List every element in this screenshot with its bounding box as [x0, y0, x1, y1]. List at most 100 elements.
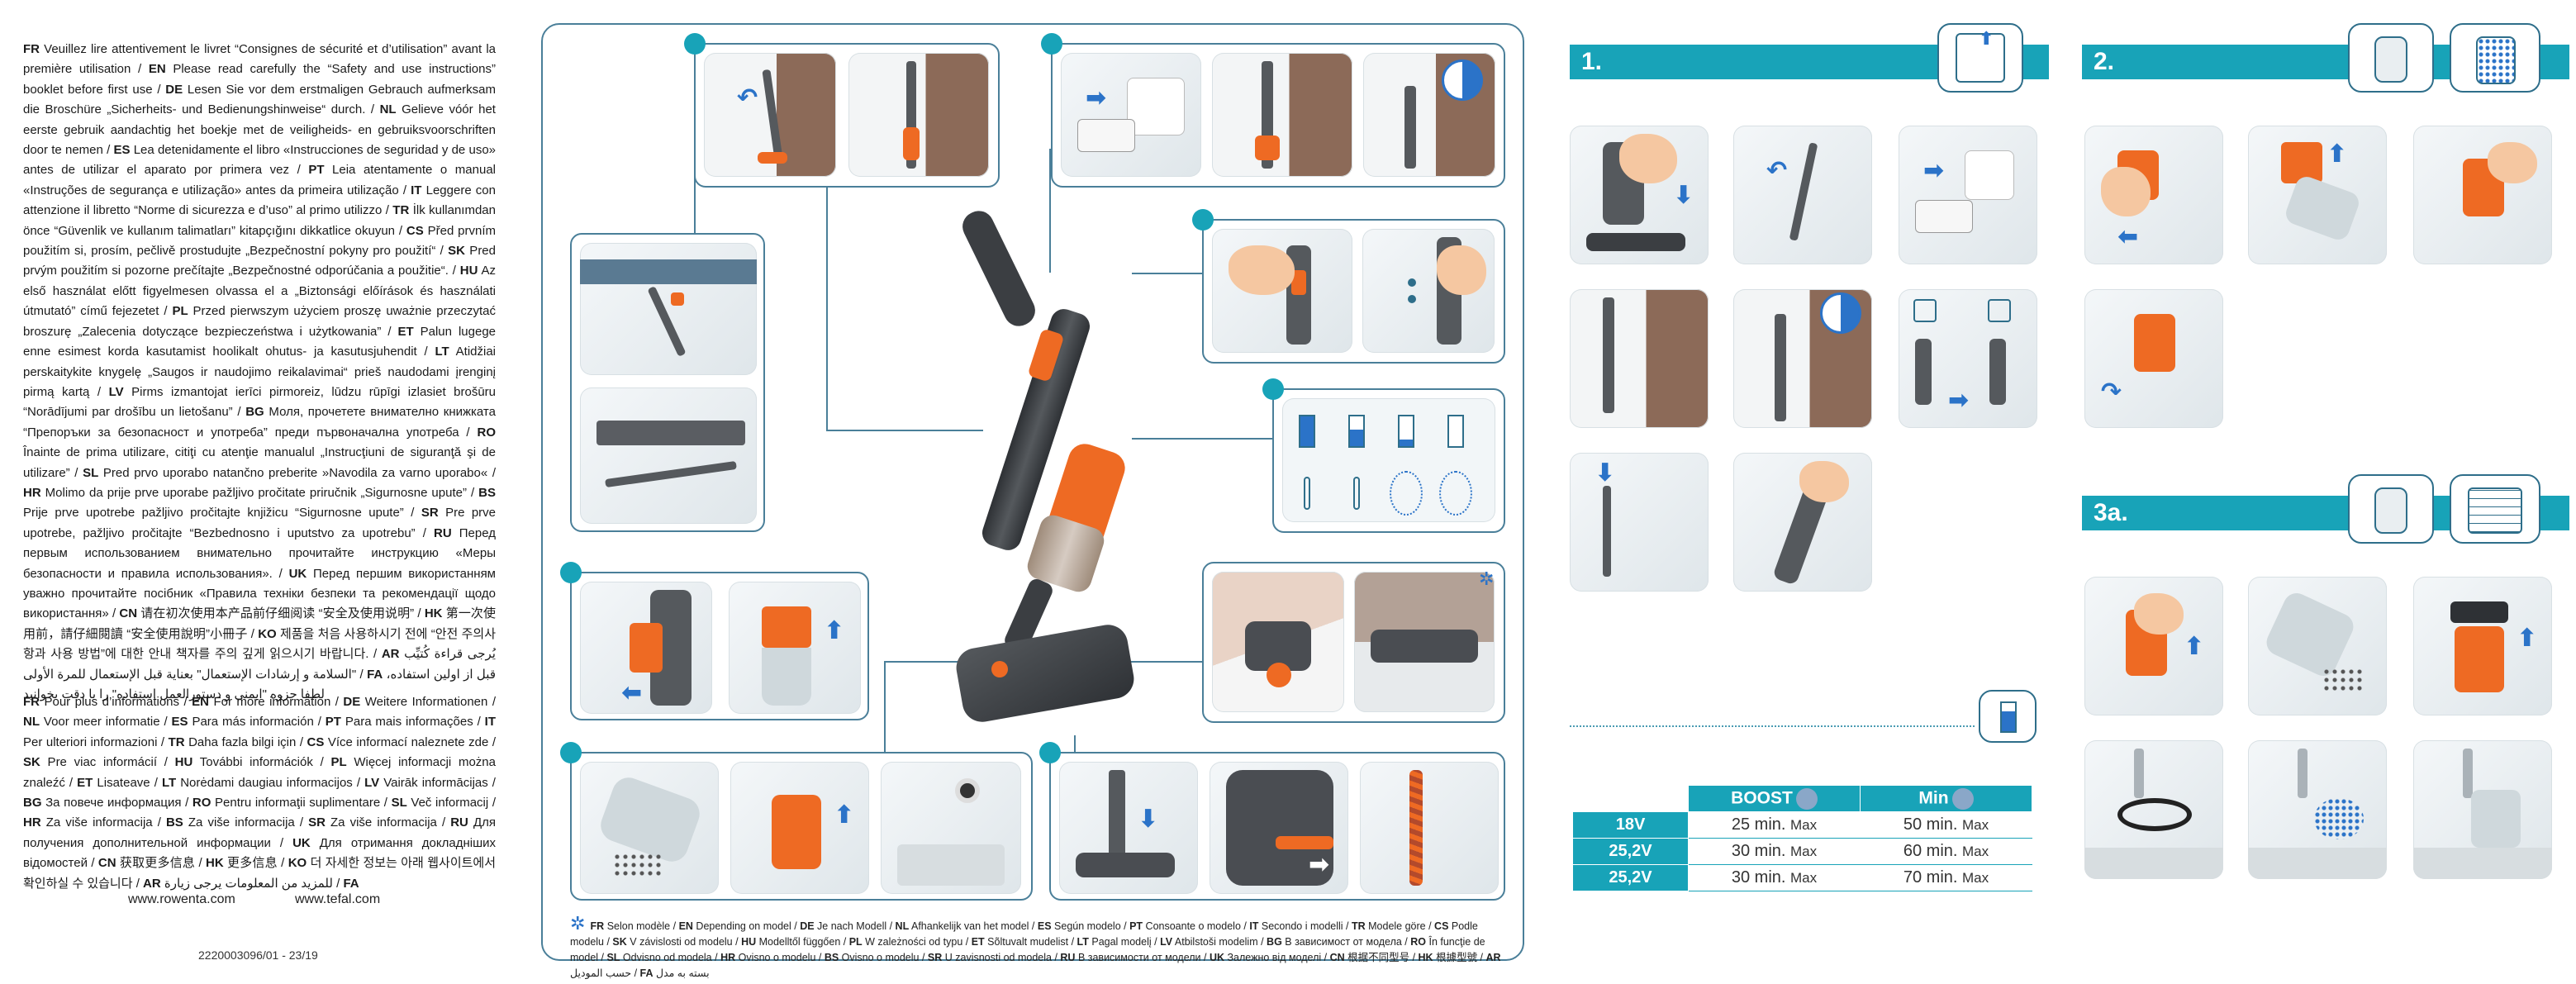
- lang-text: Перед первым использованием внимательно …: [23, 525, 496, 581]
- lang-code: LT: [1077, 936, 1089, 948]
- lang-code: IT: [1249, 920, 1259, 932]
- step-card-nozzle: ✲: [1202, 562, 1505, 723]
- lang-text: Sõltuvalt mudelist /: [984, 936, 1077, 948]
- min-time-cell: 50 min. Max: [1860, 811, 2032, 839]
- min-mode-icon: [1951, 787, 1974, 810]
- lang-text: Ovisno o modelu /: [735, 952, 825, 963]
- lang-text: V závislosti od modelu /: [626, 936, 742, 948]
- lang-text: În funcţie de model /: [570, 936, 1485, 963]
- lang-code: DE: [165, 82, 183, 97]
- battery-levels: [1282, 398, 1495, 522]
- lang-text: Pre viac informácií /: [40, 755, 175, 770]
- lang-text: W zależności od typu /: [862, 936, 972, 948]
- lang-text: Pentru informaţii suplimentare /: [211, 796, 392, 810]
- lang-text: Ovisno o modelu /: [839, 952, 928, 963]
- step-marker: [684, 33, 706, 55]
- lang-code: HK: [205, 856, 224, 871]
- illustration-wall-mount: [848, 53, 989, 177]
- boost-time-cell: 30 min. Max: [1688, 864, 1861, 891]
- min-time-cell: 70 min. Max: [1860, 864, 2032, 891]
- lang-code: RU: [1060, 952, 1076, 963]
- lang-code: FR: [23, 695, 40, 709]
- illustration-remove-bin: ⬅: [580, 582, 712, 714]
- lang-code: FR: [590, 920, 605, 932]
- voltage-cell: 25,2V: [1572, 864, 1689, 891]
- s1-illustration-dock: [1570, 289, 1709, 428]
- lang-text: حسب الموديل /: [570, 967, 640, 979]
- illustration-charger-plug: ➡: [1061, 53, 1201, 177]
- lang-text: В зависимост от модела /: [1281, 936, 1411, 948]
- lang-code: RO: [192, 796, 211, 810]
- lang-code: ET: [77, 775, 93, 790]
- lang-code: LV: [1160, 936, 1173, 948]
- lang-code: FA: [367, 667, 383, 682]
- s1-illustration-charge-time: ➡: [1899, 289, 2037, 428]
- lang-text: Según modelo /: [1051, 920, 1130, 932]
- lang-code: SR: [927, 952, 943, 963]
- lang-text: 根据不同型号 /: [1344, 952, 1419, 963]
- lang-text: للمزيد من المعلومات يرجى زيارة /: [160, 876, 344, 891]
- lang-text: Více informací naleznete zde /: [324, 734, 497, 749]
- connector-line: [1049, 149, 1051, 273]
- s1-illustration-attach-handle: ⬇: [1570, 453, 1709, 592]
- lang-text: يُرجى قراءة كُتيِّب "السلامة و إرشادات ا…: [23, 647, 496, 682]
- step-card-filter-cleaning: ⬆: [560, 742, 1033, 901]
- illustration-empty-dust: [580, 762, 719, 894]
- rowenta-url[interactable]: www.rowenta.com: [128, 892, 235, 906]
- illustration-filter-out: ⬆: [730, 762, 869, 894]
- s2-illustration-reinsert: ↷: [2084, 289, 2223, 428]
- lang-text: Consoante o modelo /: [1143, 920, 1250, 932]
- lang-code: SR: [421, 506, 439, 521]
- arrow-up-icon: ⬆: [824, 617, 845, 644]
- lang-code: KO: [288, 856, 307, 871]
- step-card-power-switch: [1192, 209, 1505, 364]
- lang-text: Modelltől függően /: [756, 936, 849, 948]
- illustration-open-bin: ⬆: [729, 582, 861, 714]
- lang-text: For more information /: [208, 695, 344, 709]
- lang-code: RU: [450, 815, 468, 830]
- lang-text: Modele göre /: [1365, 920, 1435, 932]
- lang-text: Vairāk informācijas /: [379, 775, 496, 790]
- arrow-down-icon: ⬇: [1595, 459, 1616, 487]
- step-card-charging: ➡: [1041, 33, 1505, 188]
- lang-code: CN: [97, 856, 116, 871]
- lang-code: AR: [381, 647, 400, 662]
- step-marker: [560, 562, 582, 583]
- step-card-brush-cleaning: ⬇ ➡: [1039, 742, 1505, 901]
- battery-icon: [1988, 299, 2011, 322]
- illustration-storage: ↶: [704, 53, 836, 177]
- lang-text: Odvisno od modela /: [620, 952, 721, 963]
- lang-code: PL: [172, 304, 188, 319]
- lang-code: LV: [364, 775, 380, 790]
- boost-header: BOOST: [1688, 785, 1861, 812]
- illustration-under-table: [580, 243, 757, 375]
- tefal-url[interactable]: www.tefal.com: [295, 892, 381, 906]
- step-card-battery-indicator: [1262, 378, 1505, 533]
- illustration-nozzle-light: [1354, 572, 1495, 712]
- lang-code: RO: [477, 425, 497, 440]
- lang-text: Pre prve upotrebe, pažljivo pročitajte “…: [23, 506, 497, 540]
- lang-code: NL: [895, 920, 910, 932]
- lang-text: Gelieve vóór het eerste gebruik aandacht…: [23, 102, 496, 158]
- section-2-title: 2.: [2094, 48, 2115, 75]
- lang-text: Залежно від моделі /: [1224, 952, 1330, 963]
- illustration-remove-brushroll: ➡: [1210, 762, 1348, 894]
- illustration-release-brush: ⬇: [1059, 762, 1198, 894]
- lang-code: SR: [308, 815, 326, 830]
- lang-code: EN: [678, 920, 693, 932]
- lang-code: KO: [258, 626, 277, 641]
- lang-code: SK: [448, 244, 465, 259]
- lang-code: ES: [113, 143, 131, 158]
- lang-text: Pour plus d’informations /: [40, 695, 192, 709]
- lang-code: ET: [971, 936, 985, 948]
- lang-code: SL: [606, 952, 620, 963]
- connector-line: [826, 430, 983, 431]
- step-marker: [1192, 209, 1214, 231]
- arrow-right-icon: ➡: [1948, 387, 1970, 414]
- s3a-illustration-rinse-filter: [2248, 740, 2387, 879]
- step-card-empty-bin: ⬅ ⬆: [560, 562, 869, 720]
- rotate-arrow-icon: ↶: [1766, 157, 1788, 184]
- lang-text: Przed pierwszym użyciem proszę uważnie p…: [23, 304, 496, 339]
- lang-text: 获取更多信息 /: [116, 856, 206, 871]
- lang-code: NL: [379, 102, 397, 117]
